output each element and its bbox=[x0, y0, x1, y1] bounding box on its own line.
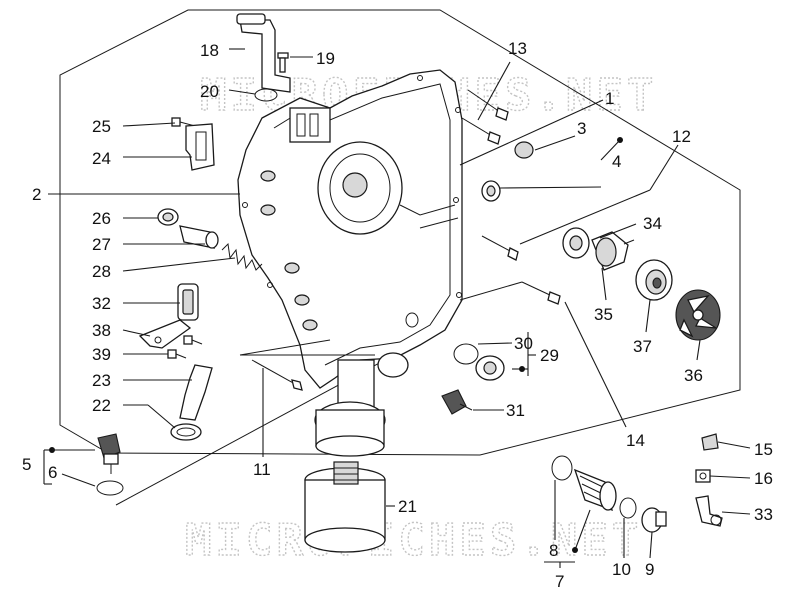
part-26-bush bbox=[157, 208, 179, 226]
label-9: 9 bbox=[645, 560, 654, 579]
crankcase-cover bbox=[237, 69, 463, 389]
part-6-o-ring bbox=[96, 480, 124, 496]
part-7-strainer bbox=[573, 468, 617, 512]
label-35: 35 bbox=[594, 305, 613, 324]
leader-lines bbox=[43, 48, 751, 568]
part-19-bolt bbox=[277, 52, 289, 73]
part-3-cap bbox=[514, 141, 534, 159]
part-9-drain-plug bbox=[641, 507, 667, 533]
part-labels: 18 19 20 25 24 2 26 27 28 32 38 39 23 22… bbox=[22, 39, 773, 591]
part-15-clip bbox=[701, 433, 719, 451]
cover-bolt bbox=[481, 235, 519, 261]
label-1: 1 bbox=[605, 89, 614, 108]
label-24: 24 bbox=[92, 149, 111, 168]
part-29-plug bbox=[475, 355, 505, 381]
part-22-clamp bbox=[170, 423, 202, 441]
label-38: 38 bbox=[92, 321, 111, 340]
label-27: 27 bbox=[92, 235, 111, 254]
filter-housing bbox=[314, 352, 409, 457]
label-37: 37 bbox=[633, 337, 652, 356]
part-31-sensor bbox=[441, 389, 473, 415]
part-38-plate bbox=[138, 319, 192, 349]
part-8-o-ring bbox=[551, 455, 573, 481]
label-6: 6 bbox=[48, 463, 57, 482]
label-25: 25 bbox=[92, 117, 111, 136]
part-14-bolt bbox=[521, 281, 561, 305]
label-7: 7 bbox=[555, 572, 564, 591]
part-18-elbow-pipe bbox=[236, 13, 291, 93]
label-5: 5 bbox=[22, 455, 31, 474]
label-31: 31 bbox=[506, 401, 525, 420]
label-36: 36 bbox=[684, 366, 703, 385]
label-2: 2 bbox=[32, 185, 41, 204]
label-33: 33 bbox=[754, 505, 773, 524]
label-23: 23 bbox=[92, 371, 111, 390]
part-37-mechanical-seal bbox=[635, 259, 673, 301]
label-32: 32 bbox=[92, 294, 111, 313]
label-28: 28 bbox=[92, 262, 111, 281]
label-30: 30 bbox=[514, 334, 533, 353]
part-12-bearing bbox=[562, 227, 590, 259]
label-10: 10 bbox=[612, 560, 631, 579]
part-39-screws bbox=[167, 335, 203, 359]
label-12: 12 bbox=[672, 127, 691, 146]
label-15: 15 bbox=[754, 440, 773, 459]
part-20-o-ring bbox=[254, 88, 278, 102]
part-28-spring bbox=[221, 242, 263, 271]
label-4: 4 bbox=[612, 152, 621, 171]
label-16: 16 bbox=[754, 469, 773, 488]
part-16-clamp bbox=[695, 469, 711, 483]
label-29: 29 bbox=[540, 346, 559, 365]
part-32-gasket bbox=[177, 283, 199, 321]
part-10-o-ring bbox=[619, 497, 637, 519]
part-5-filler-cap bbox=[97, 433, 121, 474]
part-24-bracket bbox=[185, 123, 215, 171]
part-23-hose bbox=[179, 364, 213, 421]
part-35-pump-shaft bbox=[591, 231, 635, 271]
label-20: 20 bbox=[200, 82, 219, 101]
label-21: 21 bbox=[398, 497, 417, 516]
label-8: 8 bbox=[549, 541, 558, 560]
part-11-long-bolt bbox=[251, 359, 303, 391]
label-18: 18 bbox=[200, 41, 219, 60]
watermark-bottom: MICROFICHES.NET bbox=[185, 515, 642, 566]
part-25-screw bbox=[171, 117, 196, 127]
part-27-pin bbox=[179, 225, 219, 249]
label-34: 34 bbox=[643, 214, 662, 233]
label-39: 39 bbox=[92, 345, 111, 364]
part-13-bolts bbox=[461, 89, 509, 145]
assembly-outline bbox=[59, 9, 741, 456]
part-30-o-ring bbox=[453, 343, 479, 365]
label-26: 26 bbox=[92, 209, 111, 228]
part-36-impeller bbox=[675, 289, 721, 341]
part-33-clamp bbox=[695, 495, 723, 527]
label-19: 19 bbox=[316, 49, 335, 68]
part-4-seal bbox=[481, 180, 501, 202]
label-14: 14 bbox=[626, 431, 645, 450]
label-3: 3 bbox=[577, 119, 586, 138]
part-21-oil-filter bbox=[304, 461, 386, 553]
label-11: 11 bbox=[253, 460, 271, 479]
label-22: 22 bbox=[92, 396, 111, 415]
label-13: 13 bbox=[508, 39, 527, 58]
